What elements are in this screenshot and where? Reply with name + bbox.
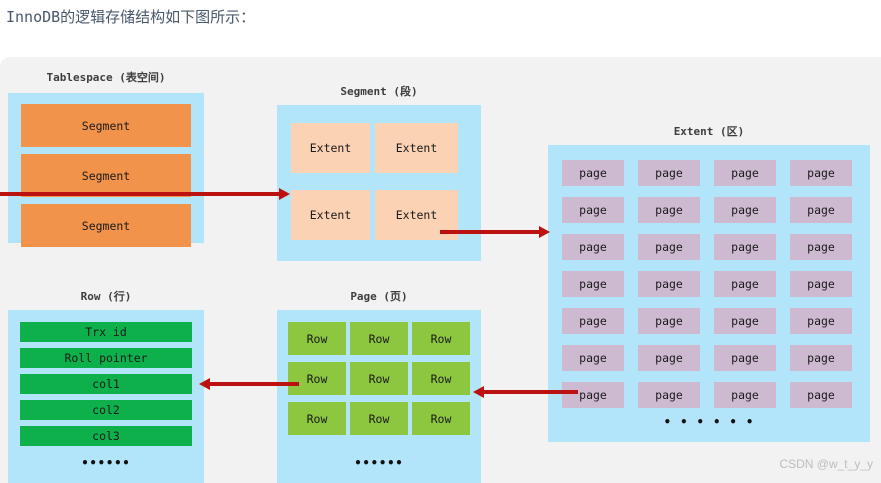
extent-page-box[interactable]: page bbox=[790, 234, 852, 260]
extent-page-box[interactable]: page bbox=[638, 345, 700, 371]
page-title: InnoDB的逻辑存储结构如下图所示： bbox=[6, 8, 256, 26]
page-row-box[interactable]: Row bbox=[350, 402, 408, 435]
extent-page-box[interactable]: page bbox=[714, 234, 776, 260]
arrow-head-right-icon bbox=[279, 188, 290, 200]
page-group-label: Page (页) bbox=[350, 290, 408, 303]
tablespace-label: Tablespace (表空间) bbox=[46, 71, 166, 84]
innodb-storage-diagram: Tablespace (表空间) Segment Segment Segment… bbox=[0, 57, 881, 483]
extent-page-box[interactable]: page bbox=[638, 382, 700, 408]
segment-extent-box[interactable]: Extent bbox=[291, 123, 370, 173]
extent-page-box[interactable]: page bbox=[562, 345, 624, 371]
page-row-box[interactable]: Row bbox=[412, 322, 470, 355]
extent-page-box[interactable]: page bbox=[562, 271, 624, 297]
extent-label: Extent (区) bbox=[673, 125, 745, 138]
csdn-watermark: CSDN @w_t_y_y bbox=[779, 457, 873, 471]
tablespace-segment-box[interactable]: Segment bbox=[21, 154, 191, 197]
page-ellipsis: •••••• bbox=[354, 456, 404, 470]
row-group: Row (行) Trx id Roll pointer col1 col2 co… bbox=[8, 290, 204, 483]
extent-page-box[interactable]: page bbox=[562, 308, 624, 334]
segment-extent-box[interactable]: Extent bbox=[291, 190, 370, 240]
extent-page-box[interactable]: page bbox=[714, 308, 776, 334]
arrow-segment-to-extent bbox=[440, 224, 550, 240]
arrow-extent-to-page bbox=[473, 384, 578, 400]
extent-ellipsis: • • • • • • bbox=[663, 415, 755, 429]
arrow-page-to-row bbox=[199, 376, 299, 392]
page-row-box[interactable]: Row bbox=[288, 402, 346, 435]
segment-group: Segment (段) Extent Extent Extent Extent bbox=[277, 85, 481, 261]
extent-page-box[interactable]: page bbox=[714, 197, 776, 223]
extent-page-box[interactable]: page bbox=[638, 160, 700, 186]
page-row-box[interactable]: Row bbox=[350, 322, 408, 355]
arrow-shaft bbox=[208, 382, 299, 386]
tablespace-segment-box[interactable]: Segment bbox=[21, 204, 191, 247]
extent-page-box[interactable]: page bbox=[790, 308, 852, 334]
row-field-box[interactable]: Trx id bbox=[20, 322, 192, 342]
extent-page-box[interactable]: page bbox=[714, 271, 776, 297]
row-field-box[interactable]: col1 bbox=[20, 374, 192, 394]
extent-page-box[interactable]: page bbox=[562, 197, 624, 223]
row-field-box[interactable]: Roll pointer bbox=[20, 348, 192, 368]
segment-label: Segment (段) bbox=[340, 85, 418, 98]
extent-group: Extent (区) page page page page page page… bbox=[548, 125, 870, 445]
extent-page-box[interactable]: page bbox=[714, 382, 776, 408]
extent-page-box[interactable]: page bbox=[790, 160, 852, 186]
tablespace-group: Tablespace (表空间) Segment Segment Segment bbox=[8, 71, 204, 247]
page-row-box[interactable]: Row bbox=[288, 362, 346, 395]
extent-page-box[interactable]: page bbox=[638, 234, 700, 260]
extent-page-box[interactable]: page bbox=[562, 234, 624, 260]
page-row-box[interactable]: Row bbox=[288, 322, 346, 355]
extent-page-box[interactable]: page bbox=[790, 345, 852, 371]
extent-page-box[interactable]: page bbox=[638, 197, 700, 223]
page-row-box[interactable]: Row bbox=[412, 362, 470, 395]
segment-extent-box[interactable]: Extent bbox=[375, 123, 458, 173]
arrow-head-left-icon bbox=[199, 378, 210, 390]
extent-page-box[interactable]: page bbox=[790, 382, 852, 408]
extent-page-box[interactable]: page bbox=[562, 160, 624, 186]
page-row-box[interactable]: Row bbox=[412, 402, 470, 435]
extent-page-box[interactable]: page bbox=[714, 345, 776, 371]
extent-page-box[interactable]: page bbox=[790, 197, 852, 223]
arrow-head-right-icon bbox=[539, 226, 550, 238]
arrow-tablespace-to-segment bbox=[0, 186, 290, 202]
page-row-box[interactable]: Row bbox=[350, 362, 408, 395]
extent-page-box[interactable]: page bbox=[638, 308, 700, 334]
row-ellipsis: •••••• bbox=[81, 456, 131, 470]
arrow-shaft bbox=[482, 390, 578, 394]
row-field-box[interactable]: col2 bbox=[20, 400, 192, 420]
row-field-box[interactable]: col3 bbox=[20, 426, 192, 446]
extent-page-box[interactable]: page bbox=[562, 382, 624, 408]
arrow-shaft bbox=[0, 192, 281, 196]
page-group: Page (页) Row Row Row Row Row Row Row Row… bbox=[277, 290, 481, 483]
tablespace-segment-box[interactable]: Segment bbox=[21, 104, 191, 147]
arrow-shaft bbox=[440, 230, 541, 234]
arrow-head-left-icon bbox=[473, 386, 484, 398]
extent-page-box[interactable]: page bbox=[790, 271, 852, 297]
row-label: Row (行) bbox=[80, 290, 132, 303]
extent-page-box[interactable]: page bbox=[714, 160, 776, 186]
extent-page-box[interactable]: page bbox=[638, 271, 700, 297]
